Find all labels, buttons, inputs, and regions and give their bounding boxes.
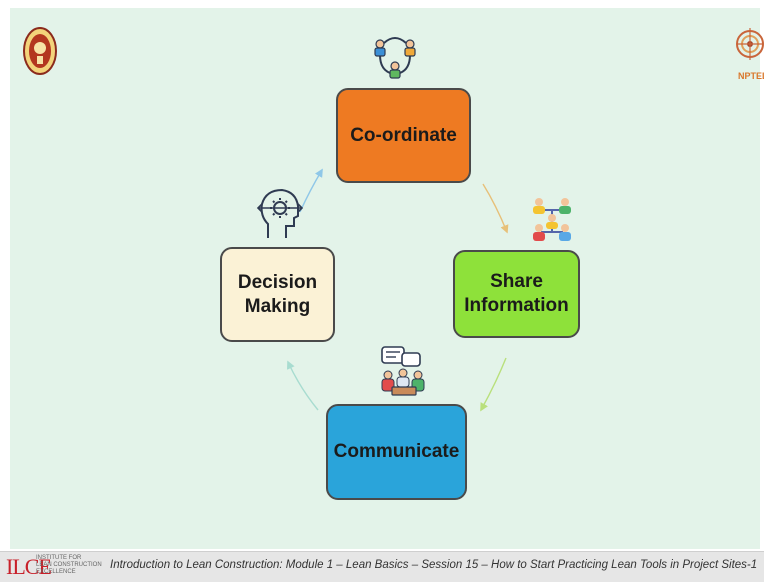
nptel-logo-icon xyxy=(736,28,764,60)
team-meeting-chat-icon xyxy=(381,346,425,396)
ilce-logo-line: LEAN CONSTRUCTION xyxy=(36,562,102,568)
node-communicate-label: Communicate xyxy=(333,441,460,463)
ilce-logo-line: INSTITUTE FOR xyxy=(36,555,82,561)
ilce-logo-line: EXCELLENCE xyxy=(36,569,76,575)
ilce-logo-mark: ILCE xyxy=(6,554,52,579)
people-network-icon xyxy=(374,37,416,79)
node-coordinate-label: Co-ordinate xyxy=(350,124,457,146)
node-coordinate: Co-ordinate xyxy=(336,88,471,183)
nptel-logo-text: NPTEL xyxy=(738,71,764,81)
ilce-logo: ILCE INSTITUTE FOR LEAN CONSTRUCTION EXC… xyxy=(6,554,106,580)
node-share-information-label: Share Information xyxy=(464,271,569,316)
node-decision-making-label: Decision Making xyxy=(237,271,318,317)
footer-bar: ILCE INSTITUTE FOR LEAN CONSTRUCTION EXC… xyxy=(0,551,764,582)
footer-course-title: Introduction to Lean Construction: Modul… xyxy=(110,559,758,571)
node-communicate: Communicate xyxy=(326,404,467,500)
head-gear-arrows-icon xyxy=(256,188,304,238)
node-share-information: Share Information xyxy=(453,250,580,338)
arrow-communicate-to-decision xyxy=(287,360,319,411)
ilce-logo-text: INSTITUTE FOR LEAN CONSTRUCTION EXCELLEN… xyxy=(36,555,102,576)
arrow-coordinate-to-share xyxy=(482,183,509,234)
node-decision-making: Decision Making xyxy=(220,247,335,342)
iit-madras-logo-icon xyxy=(23,27,57,75)
arrow-share-to-communicate xyxy=(480,357,507,412)
org-chart-people-icon xyxy=(533,198,571,241)
